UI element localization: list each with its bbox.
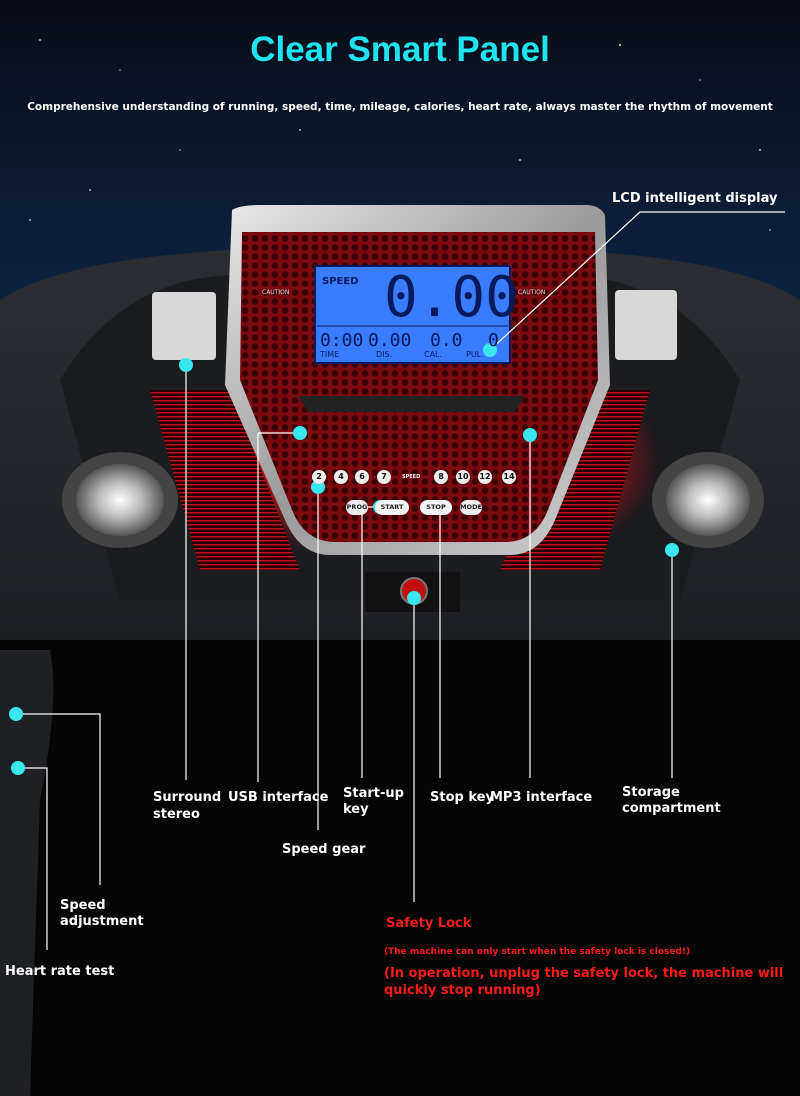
callout-storage-line1: Storage [622, 785, 680, 800]
callout-speed-adjustment-line1: Speed [60, 898, 106, 913]
stars [29, 39, 771, 231]
callout-surround-stereo-line2: stereo [153, 807, 200, 822]
prog-button[interactable]: PROG [346, 500, 368, 515]
speed-gear-10[interactable]: 10 [456, 470, 470, 484]
safety-lock-warning-line2: quickly stop running) [384, 983, 541, 998]
left-storage-cup[interactable] [76, 464, 164, 536]
speed-strip-label: SPEED [402, 474, 421, 480]
lcd-pulse-caption: PUL. [466, 350, 484, 359]
callout-storage-line2: compartment [622, 801, 721, 816]
speed-gear-4[interactable]: 4 [334, 470, 348, 484]
page-title: Clear Smart Panel [250, 30, 550, 69]
speed-gear-6[interactable]: 6 [355, 470, 369, 484]
speed-gear-8[interactable]: 8 [434, 470, 448, 484]
lcd-speed-label: SPEED [322, 276, 359, 287]
lcd-pulse-value: 0 [488, 330, 499, 351]
lcd-distance-caption: DIS. [376, 350, 393, 359]
left-red-panel [150, 390, 300, 570]
callout-stop-key: Stop key [430, 790, 494, 805]
marker-storage [665, 543, 679, 557]
marker-speed-adjust [9, 707, 23, 721]
marker-usb [293, 426, 307, 440]
page-subtitle: Comprehensive understanding of running, … [27, 101, 773, 113]
marker-lcd [483, 343, 497, 357]
caution-left: CAUTION [262, 289, 290, 296]
callout-startup-key-line1: Start-up [343, 786, 404, 801]
safety-lock-warning-line1: (In operation, unplug the safety lock, t… [384, 966, 784, 981]
caution-right: CAUTION [518, 289, 546, 296]
media-shelf [298, 396, 525, 412]
start-button[interactable]: START [375, 500, 409, 515]
belt-area [0, 640, 800, 1096]
lcd-time-caption: TIME [320, 350, 340, 359]
callout-mp3-interface: MP3 interface [490, 790, 593, 805]
marker-safety [407, 591, 421, 605]
callout-usb-interface: USB interface [228, 790, 329, 805]
callout-lcd-display: LCD intelligent display [612, 191, 778, 206]
lcd-speed-value: 0.00 [384, 265, 519, 330]
callout-surround-stereo-line1: Surround [153, 790, 222, 805]
speed-gear-2[interactable]: 2 [312, 470, 326, 484]
right-speaker [615, 290, 677, 360]
callout-heart-rate-test: Heart rate test [5, 964, 115, 979]
stop-button[interactable]: STOP [420, 500, 452, 515]
lcd-time-value: 0:00 [320, 330, 364, 351]
lcd-distance-value: 0.00 [368, 330, 412, 351]
callout-speed-adjustment-line2: adjustment [60, 914, 144, 929]
lcd-screen [314, 265, 511, 364]
right-storage-cup[interactable] [666, 464, 750, 536]
lcd-calories-value: 0.0 [430, 330, 463, 351]
marker-stereo [179, 358, 193, 372]
callout-speed-gear: Speed gear [282, 842, 366, 857]
marker-mp3 [523, 428, 537, 442]
left-handrail [0, 650, 54, 1096]
speed-gear-12[interactable]: 12 [478, 470, 492, 484]
callout-startup-key-line2: key [343, 802, 369, 817]
speed-gear-7[interactable]: 7 [377, 470, 391, 484]
callout-safety-lock: Safety Lock [386, 916, 472, 931]
callout-lines [18, 211, 785, 950]
safety-lock-note: (The machine can only start when the saf… [384, 947, 691, 957]
mode-button[interactable]: MODE [460, 500, 482, 515]
marker-heart-rate [11, 761, 25, 775]
lcd-calories-caption: CAL. [424, 350, 443, 359]
left-speaker [152, 292, 216, 360]
speed-gear-14[interactable]: 14 [502, 470, 516, 484]
